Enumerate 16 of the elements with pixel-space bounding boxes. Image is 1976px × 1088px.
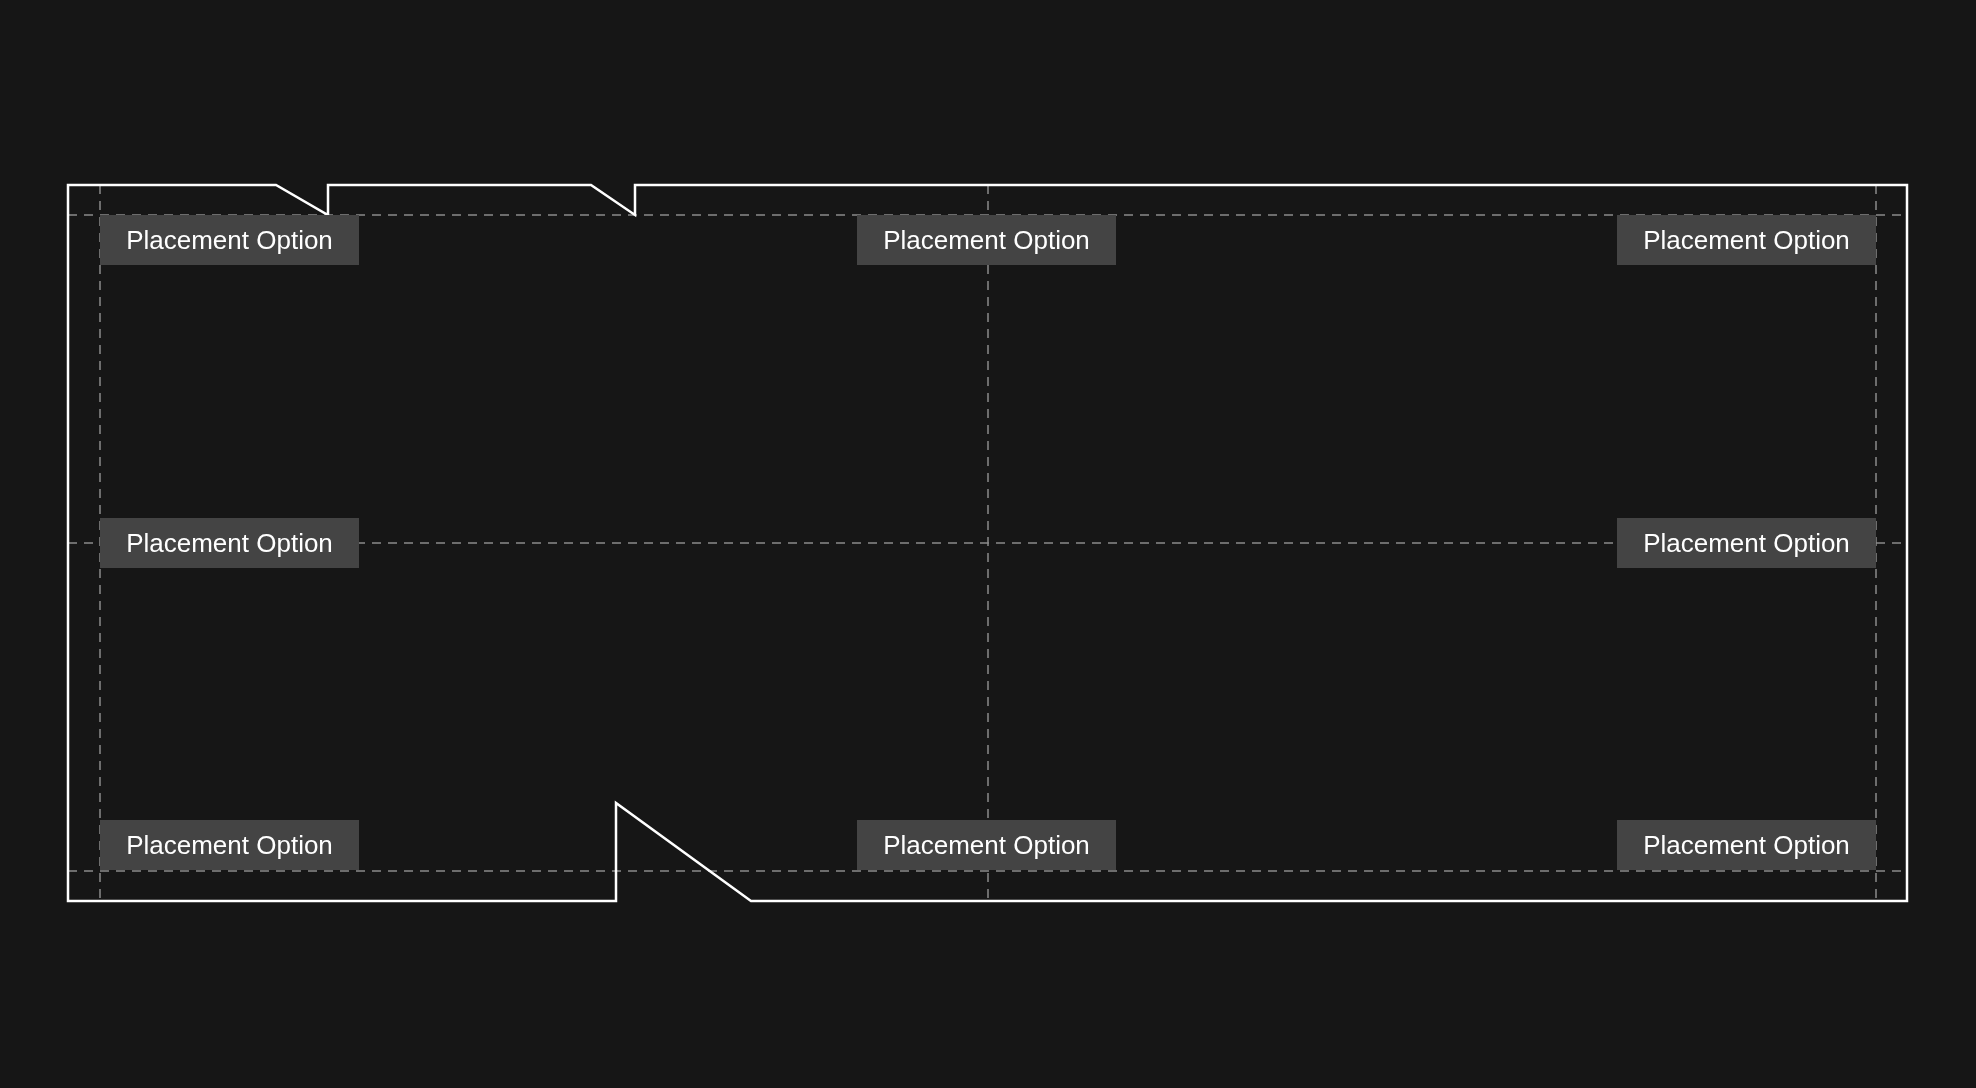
placement-label xyxy=(857,820,1116,870)
placement-label xyxy=(1617,820,1876,870)
placement-text: Placement Option xyxy=(1643,829,1850,861)
placement-label xyxy=(1617,518,1876,568)
placement-label xyxy=(1617,215,1876,265)
placement-label xyxy=(857,215,1116,265)
placement-label xyxy=(100,820,359,870)
placement-label xyxy=(100,518,359,568)
placement-text: Placement Option xyxy=(883,224,1090,256)
placement-text: Placement Option xyxy=(1643,224,1850,256)
placement-text: Placement Option xyxy=(126,224,333,256)
placement-text: Placement Option xyxy=(1643,527,1850,559)
placement-text: Placement Option xyxy=(883,829,1090,861)
placement-text: Placement Option xyxy=(126,829,333,861)
placement-label xyxy=(100,215,359,265)
placement-text: Placement Option xyxy=(126,527,333,559)
